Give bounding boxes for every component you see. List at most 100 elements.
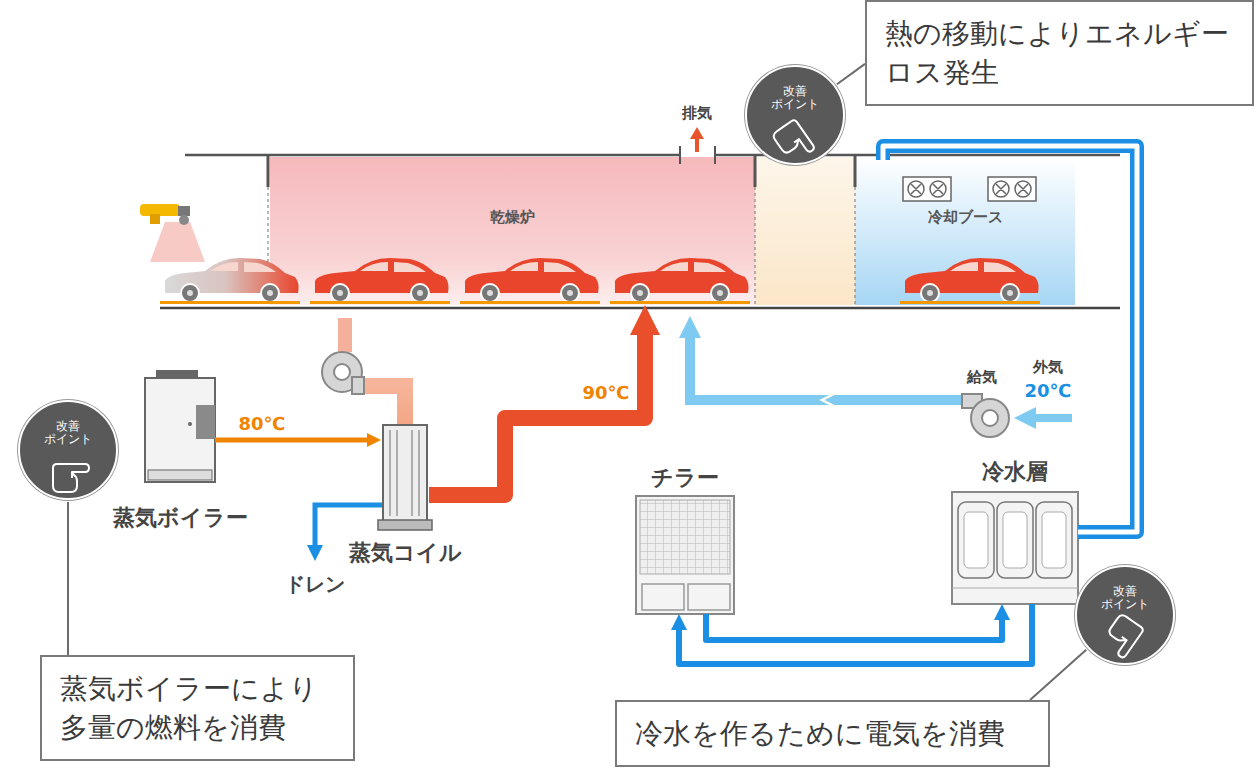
cars-part (610, 258, 750, 304)
drain-line-part (315, 505, 382, 545)
hand-icon (1102, 613, 1152, 663)
cars-part (310, 258, 450, 304)
point-caption: 改善 ポイント (767, 85, 823, 111)
callout-box: 熱の移動によりエネルギー ロス発生 (865, 0, 1254, 106)
leader-line (837, 64, 865, 84)
node-text: 乾燥炉 (270, 208, 755, 228)
cars-part (460, 258, 600, 304)
supply-air-label: 給気 (967, 369, 997, 386)
booth-fans-part (911, 184, 1028, 194)
chilled-water-tank (952, 492, 1078, 604)
chilled-water-tank-part (952, 588, 1078, 589)
building-frame-part (268, 155, 855, 187)
building-frame (160, 146, 1120, 308)
temperature-label: 20℃ (1025, 381, 1072, 401)
exhaust-arrow (690, 127, 704, 152)
spray-gun-part (150, 222, 205, 262)
supply-air (690, 338, 1072, 437)
zone-fills (270, 157, 1075, 305)
chiller-part (642, 584, 684, 610)
building-frame-part (160, 307, 1120, 310)
cooling-booth: 冷却ブース (855, 160, 1075, 305)
drying-oven: 乾燥炉 (270, 160, 755, 305)
supply-air-part (971, 399, 1009, 437)
booth-fans-part (903, 177, 951, 201)
leader-line (67, 502, 69, 655)
callout-box: 冷水を作るために電気を消費 (615, 700, 1050, 767)
chiller-part (640, 500, 730, 574)
steam-boiler: 蒸気ボイラー (145, 375, 215, 482)
flow-arrow (706, 614, 1002, 640)
chiller-part (688, 584, 730, 610)
steam-boiler (145, 370, 215, 482)
exhaust-label: 排気 (682, 105, 712, 122)
chiller-part (636, 496, 734, 614)
hand-icon-stroke (772, 119, 815, 163)
supply-air-part (982, 410, 998, 426)
drain-line (315, 505, 382, 545)
flow-arrow (215, 438, 367, 443)
building-frame-part (268, 187, 855, 305)
chilled-water-tank-part (1036, 502, 1072, 578)
zone-fills-part (755, 157, 855, 305)
outside-air-label: 外気 (1033, 359, 1063, 376)
chilled-water-tank-part (1042, 512, 1066, 568)
drain-label: ドレン (285, 573, 345, 595)
hand-icon-stroke (1102, 613, 1144, 659)
chilled-water-tank-part (958, 502, 994, 578)
steam-coil-part (390, 430, 419, 516)
steam-coil-part (378, 520, 432, 530)
leader-line (1030, 650, 1086, 700)
chilled-water-tank: 冷水層 (952, 492, 1078, 604)
chilled-water-pipe (883, 146, 1137, 532)
chilled-water-tank-part (997, 502, 1033, 578)
chilled-water-tank-part (952, 492, 1078, 604)
building-frame-part (185, 154, 1120, 157)
zone-fills-part (270, 157, 755, 305)
chiller (636, 496, 734, 614)
zone-fills-part (855, 157, 1075, 305)
cars-part (900, 258, 1040, 304)
temperature-label: 80℃ (239, 414, 286, 434)
steam-coil (378, 425, 432, 530)
improvement-point: 改善 ポイント (745, 65, 845, 165)
chilled-water-tank-part (964, 512, 988, 568)
return-air-duct-part (338, 318, 352, 352)
supply-air-part (1036, 414, 1072, 422)
exhaust-arrow-part (690, 127, 704, 139)
booth-fans-part (988, 177, 1036, 201)
flow-arrow (679, 604, 1032, 664)
node-text: 熱の移動によりエネルギー ロス発生 (885, 14, 1234, 92)
node-text: 蒸気ボイラー (113, 506, 248, 530)
node-text: 冷却ブース (855, 208, 1075, 228)
steam-boiler-part (196, 405, 215, 439)
hand-icon-stroke (53, 464, 89, 492)
node-text: 冷水を作るために電気を消費 (635, 714, 1030, 753)
steam-boiler-part (145, 378, 215, 482)
callout-box: 蒸気ボイラーにより 多量の燃料を消費 (40, 655, 355, 761)
exhaust-arrow-part (695, 138, 699, 152)
booth-fans (903, 177, 1036, 201)
supply-air-part (690, 338, 968, 400)
steam-coil-part (383, 425, 427, 522)
node-text: チラー (651, 466, 719, 490)
node-text: 冷水層 (982, 460, 1048, 484)
chiller: チラー (636, 496, 734, 614)
point-caption: 改善 ポイント (40, 420, 96, 446)
pipe-core (883, 146, 1137, 532)
return-air-duct-part (334, 364, 350, 380)
supply-air-part (822, 392, 838, 408)
point-caption: 改善 ポイント (1097, 585, 1153, 611)
chilled-water-tank-part (1003, 512, 1027, 568)
spray-gun-part (178, 206, 190, 216)
flow-arrow (429, 335, 645, 495)
improvement-point: 改善 ポイント (18, 400, 118, 500)
improvement-point: 改善 ポイント (1075, 565, 1175, 665)
return-air-duct-part (352, 377, 364, 394)
temperature-label: 90℃ (583, 383, 630, 403)
cars-part (160, 258, 300, 304)
spray-gun-part (150, 214, 160, 224)
node-text: 蒸気コイル (349, 541, 462, 565)
spray-gun (140, 204, 205, 262)
